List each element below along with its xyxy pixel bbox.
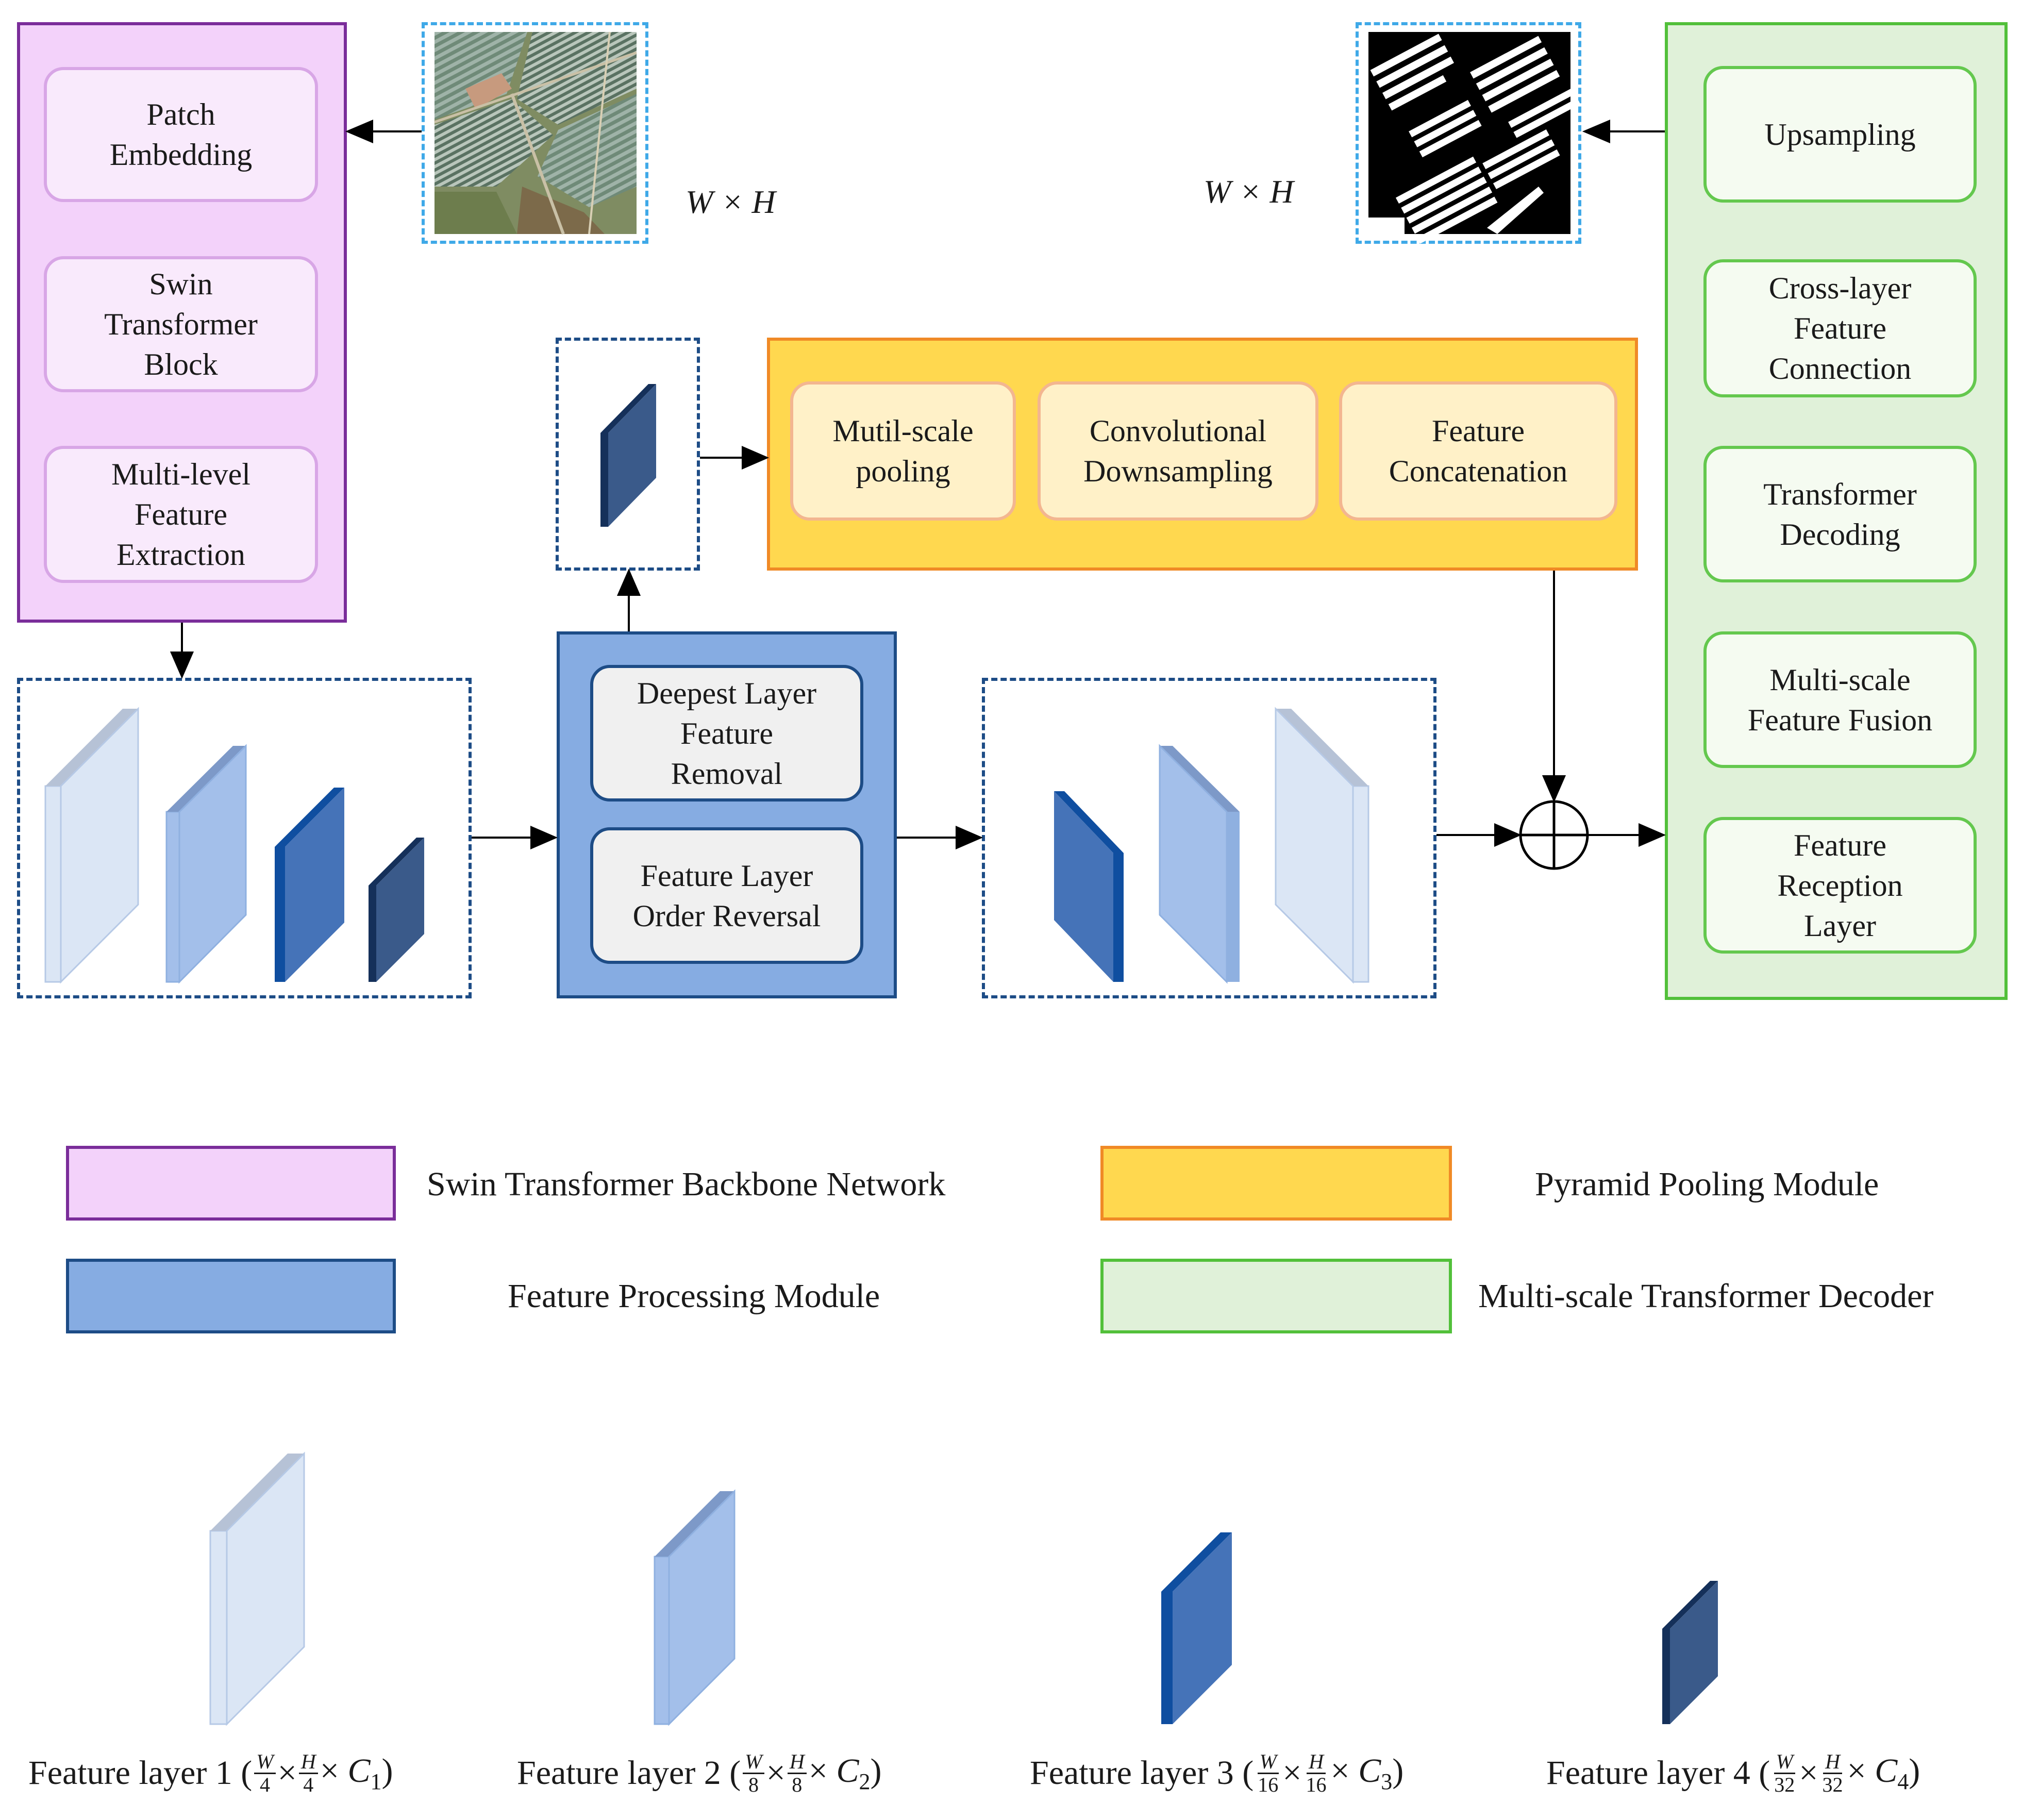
encoder-layer-2-slab: [165, 744, 247, 984]
encoder-layer-1-slab: [44, 707, 139, 984]
multi-level-feature-extraction-block: Multi-level Feature Extraction: [44, 446, 318, 583]
concat-add-operator: [1519, 800, 1589, 870]
input-image-frame: [422, 22, 648, 244]
transformer-decoding-block: Transformer Decoding: [1703, 446, 1977, 582]
reversed-features-frame: [982, 678, 1436, 998]
encoder-features-frame: [17, 678, 472, 998]
deepest-feature-frame: [556, 338, 700, 571]
encoder-layer-3-slab: [275, 788, 344, 982]
reversed-layer-2-slab: [1159, 744, 1240, 984]
legend-decoder-label: Multi-scale Transformer Decoder: [1478, 1277, 1934, 1315]
legend-backbone-swatch: [66, 1146, 396, 1221]
feature-concatenation-block: Feature Concatenation: [1339, 381, 1617, 521]
deepest-layer-slab: [600, 384, 656, 527]
legend-ppm-label: Pyramid Pooling Module: [1535, 1165, 1879, 1203]
legend-layer-1-slab: [209, 1451, 305, 1726]
legend-backbone-label: Swin Transformer Backbone Network: [427, 1165, 946, 1203]
multi-scale-feature-fusion-block: Multi-scale Feature Fusion: [1703, 631, 1977, 768]
feature-reception-layer-block: Feature Reception Layer: [1703, 817, 1977, 954]
cross-layer-feature-connection-block: Cross-layer Feature Connection: [1703, 259, 1977, 397]
output-size-label: W × H: [1204, 173, 1294, 210]
multi-scale-pooling-block: Mutil-scale pooling: [790, 381, 1016, 521]
convolutional-downsampling-block: Convolutional Downsampling: [1038, 381, 1318, 521]
legend-ppm-swatch: [1100, 1146, 1452, 1221]
output-segmentation-mask: [1368, 32, 1581, 244]
legend-layer-2-slab: [654, 1489, 736, 1726]
legend-layer-3-slab: [1161, 1532, 1232, 1724]
legend-decoder-swatch: [1100, 1259, 1452, 1333]
reversed-layer-3-slab: [1054, 791, 1124, 982]
swin-transformer-block: Swin Transformer Block: [44, 256, 318, 392]
patch-embedding-block: Patch Embedding: [44, 67, 318, 202]
encoder-layer-4-slab: [369, 838, 424, 982]
input-size-label: W × H: [686, 183, 776, 220]
reversed-layer-1-slab: [1275, 707, 1369, 984]
feature-layer-order-reversal-block: Feature Layer Order Reversal: [590, 827, 863, 964]
output-mask-frame: [1356, 22, 1581, 244]
input-satellite-image: [434, 31, 637, 235]
deepest-layer-feature-removal-block: Deepest Layer Feature Removal: [590, 665, 863, 802]
legend-processing-swatch: [66, 1259, 396, 1333]
upsampling-block: Upsampling: [1703, 66, 1977, 203]
legend-layer-4-slab: [1662, 1581, 1718, 1724]
legend-processing-label: Feature Processing Module: [508, 1277, 880, 1315]
